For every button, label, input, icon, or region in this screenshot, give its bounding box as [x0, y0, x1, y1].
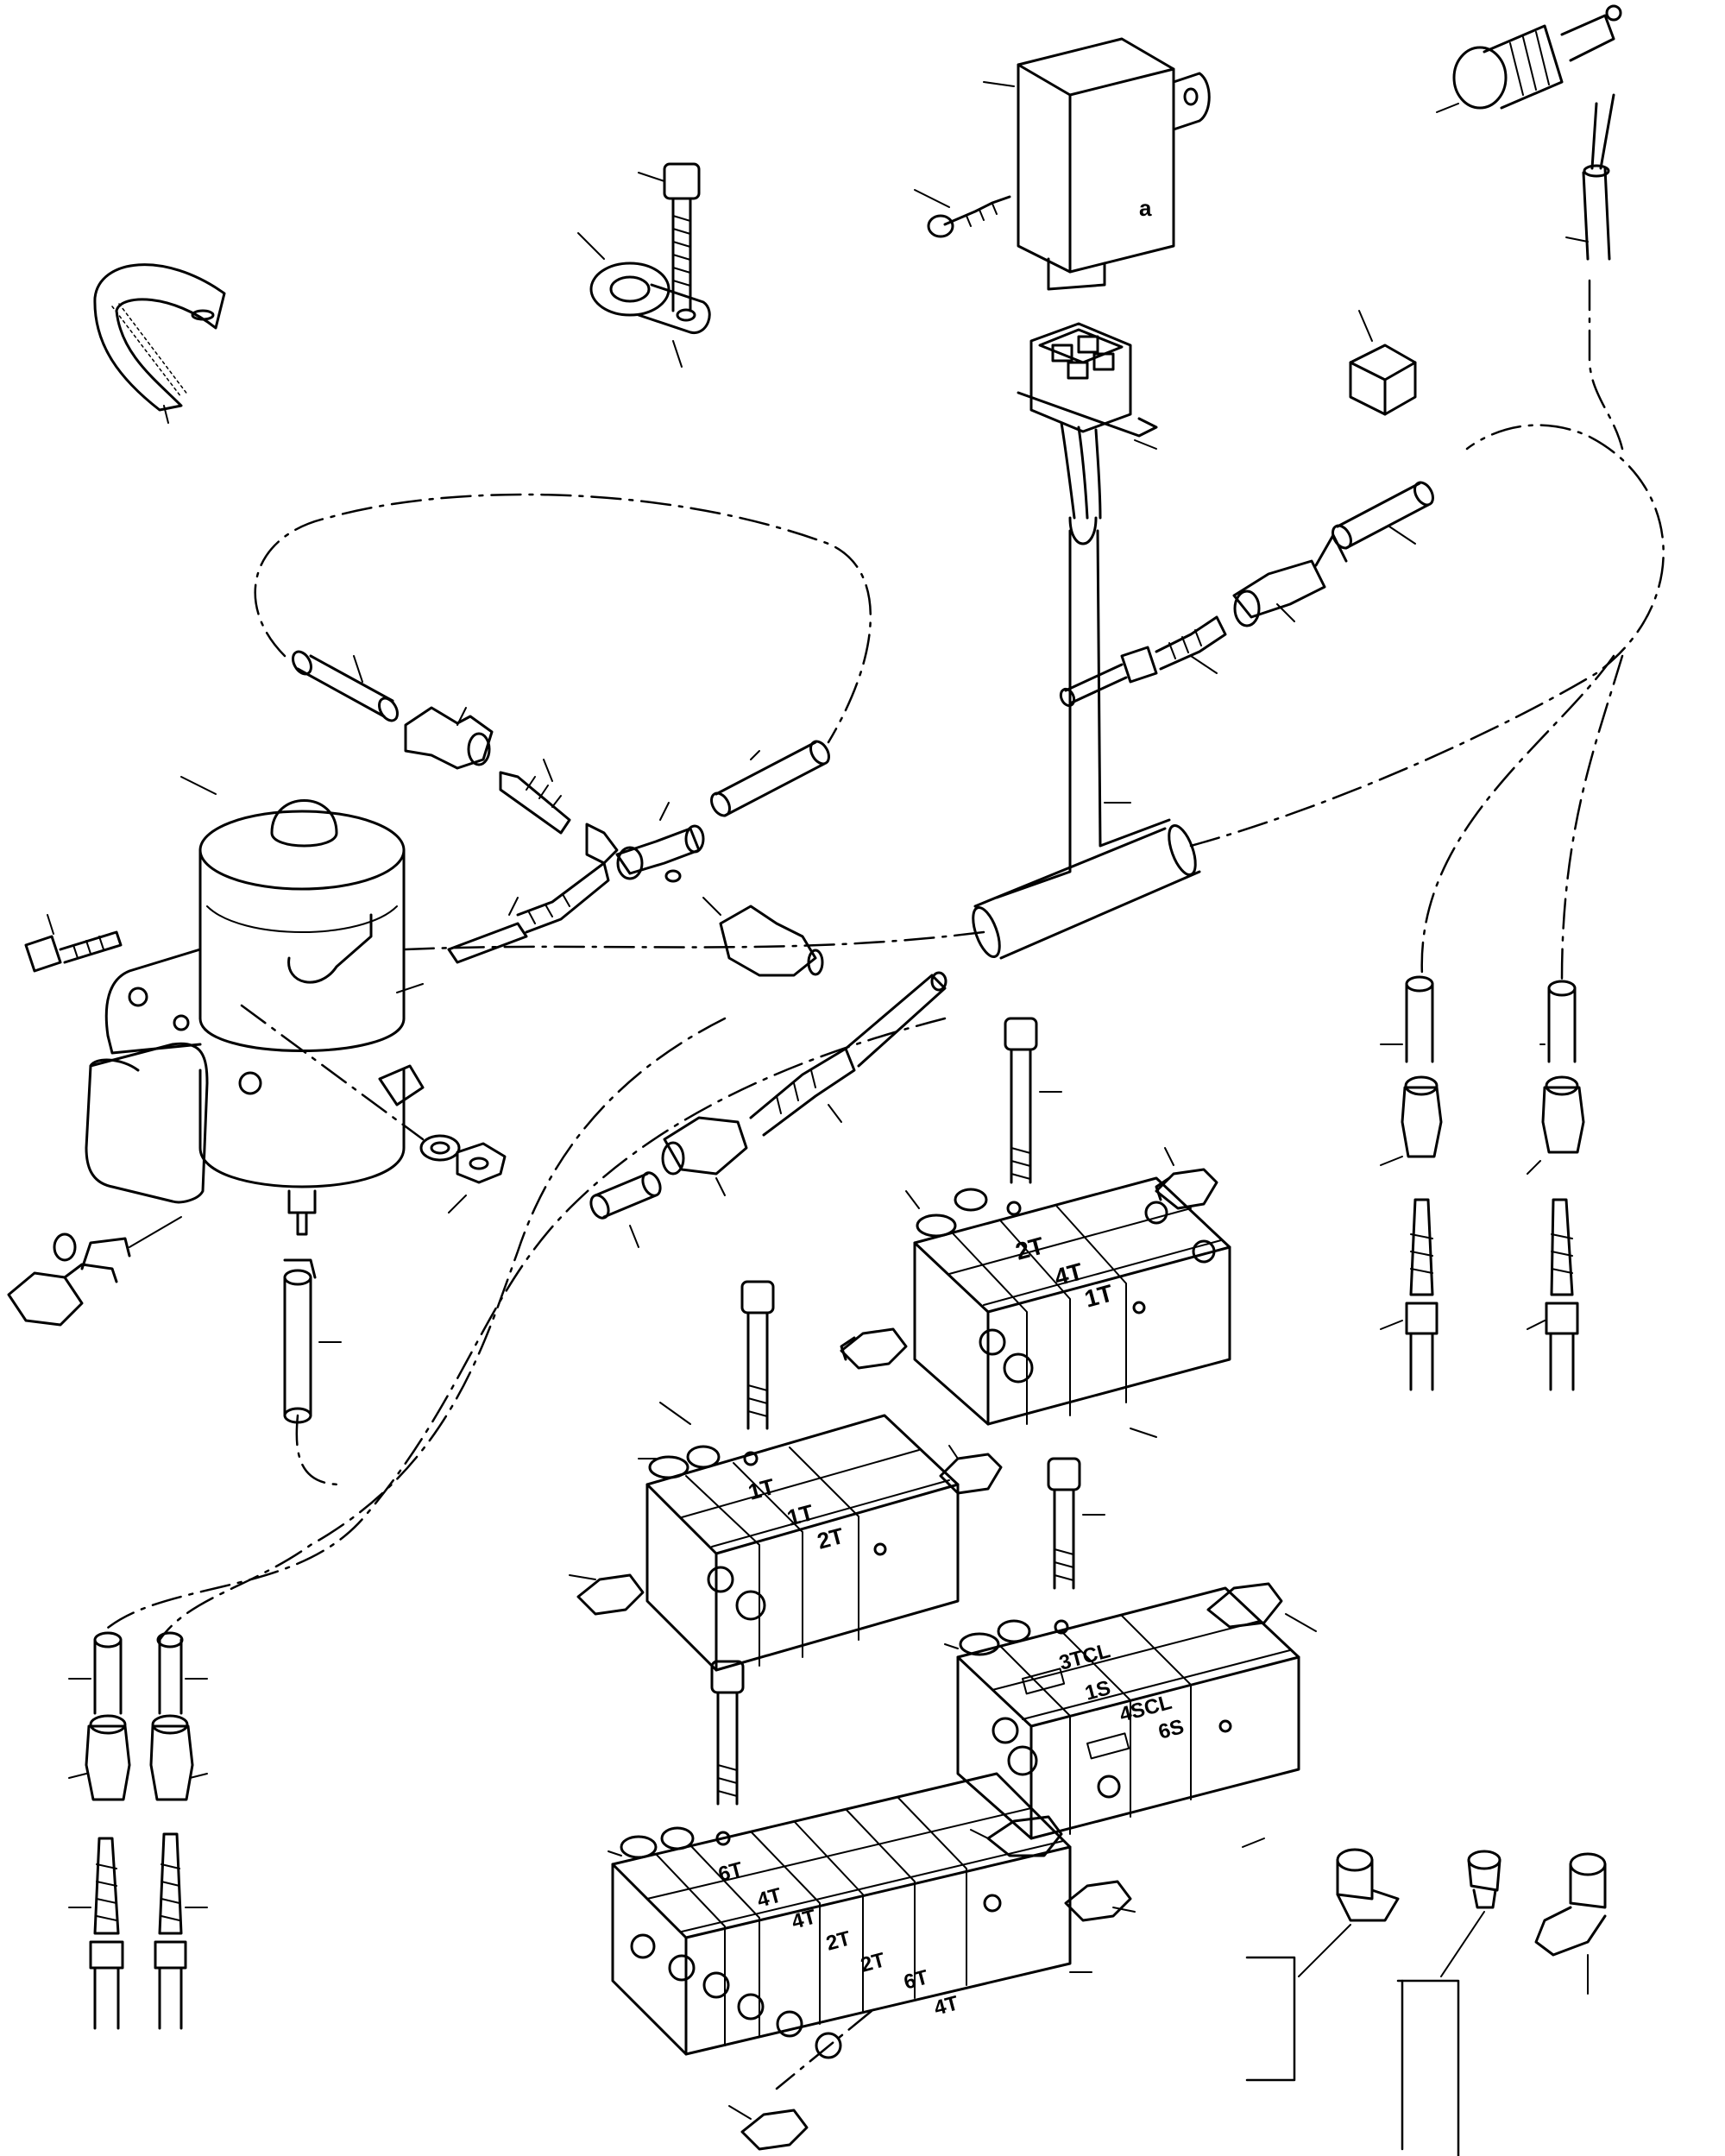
grease-nipple-4	[569, 1573, 645, 1616]
routing-line-pump-down	[295, 1414, 343, 1486]
bolt-block-b	[740, 1280, 775, 1430]
block-c-label-2: 1S	[1083, 1676, 1113, 1705]
bolt-block-d	[710, 1660, 745, 1806]
control-unit: a	[914, 37, 1211, 291]
right-line-fittings-right	[1527, 980, 1585, 1391]
hose-fitting-assembly-right	[1059, 481, 1434, 708]
filler-nipple	[7, 1216, 182, 1327]
grease-nipple-6	[970, 1815, 1063, 1857]
grease-nipple-3	[939, 1445, 1003, 1495]
routing-line-middle-to-left-2	[158, 1017, 727, 1642]
grease-reservoir-pump	[85, 776, 425, 1236]
bracket-left	[1245, 1956, 1296, 2082]
distributor-block-c: 3TCL 1S 4SCL 6S	[944, 1586, 1300, 1848]
bracket-right	[1396, 1979, 1460, 2156]
routing-line-middle-to-left	[102, 1017, 947, 1633]
distributor-block-b: 1T 1T 2T	[638, 1402, 960, 1672]
routing-line-upper-right	[1588, 279, 1624, 451]
grease-nipple-7	[1064, 1880, 1136, 1922]
block-d-label-4: 2T	[824, 1926, 853, 1955]
hose-fitting-assembly-upper	[292, 650, 830, 977]
block-c-label-4: 6S	[1156, 1715, 1187, 1744]
hose-clamp	[93, 263, 226, 424]
routing-line-right-branch-right	[1560, 654, 1624, 981]
small-nut	[1349, 310, 1417, 416]
block-d-label-1: 6T	[716, 1857, 746, 1886]
grease-nipple-1	[1155, 1147, 1218, 1210]
push-button-switch	[1436, 4, 1622, 261]
bolt-block-c	[1047, 1457, 1105, 1590]
distributor-block-d: 6T 4T 4T 2T 2T 6T 4T	[608, 1772, 1092, 2059]
routing-line-harness-right	[1189, 424, 1665, 848]
routing-lines	[102, 279, 1665, 2090]
block-d-label-7: 4T	[932, 1991, 961, 2020]
block-a-label-1: 2T	[1013, 1232, 1048, 1264]
adapter-fitting	[1440, 1850, 1502, 1977]
block-b-label-3: 2T	[815, 1522, 847, 1554]
mounting-clip-with-bolt	[577, 162, 711, 368]
routing-line-harness-to-reservoir	[404, 930, 985, 951]
hose-fitting-assembly-middle	[589, 971, 947, 1248]
block-d-label-6: 6T	[902, 1965, 931, 1994]
wiring-harness-connector	[972, 322, 1201, 960]
block-d-label-5: 2T	[859, 1948, 888, 1976]
svg-text:a: a	[1139, 195, 1152, 221]
pipe-stub	[283, 1258, 342, 1424]
bolt-block-a	[1004, 1017, 1062, 1184]
elbow-fitting-2	[1534, 1852, 1607, 1995]
right-line-fittings-left	[1380, 975, 1443, 1391]
grease-nipple-5	[1206, 1582, 1317, 1632]
block-c-label-1: 3TCL	[1057, 1639, 1113, 1675]
left-line-fittings-right	[149, 1631, 208, 2030]
distributor-block-a: 2T 4T 1T	[905, 1176, 1231, 1438]
left-line-fittings-left	[68, 1631, 131, 2030]
elbow-fitting-1	[1298, 1848, 1400, 1977]
routing-line-upper-loop	[254, 493, 872, 744]
block-b-label-1: 1T	[746, 1473, 778, 1505]
routing-line-right-branch-left	[1420, 654, 1615, 977]
grease-nipple-2	[840, 1327, 908, 1370]
mounting-bolt-left	[24, 914, 123, 973]
block-d-label-3: 4T	[790, 1905, 819, 1933]
washer-and-nut	[419, 1134, 507, 1214]
routing-line-block-d-to-fitting	[775, 2009, 873, 2090]
routing-line-reservoir-to-nut	[240, 1004, 425, 1141]
grease-nipple-8	[728, 2105, 809, 2151]
